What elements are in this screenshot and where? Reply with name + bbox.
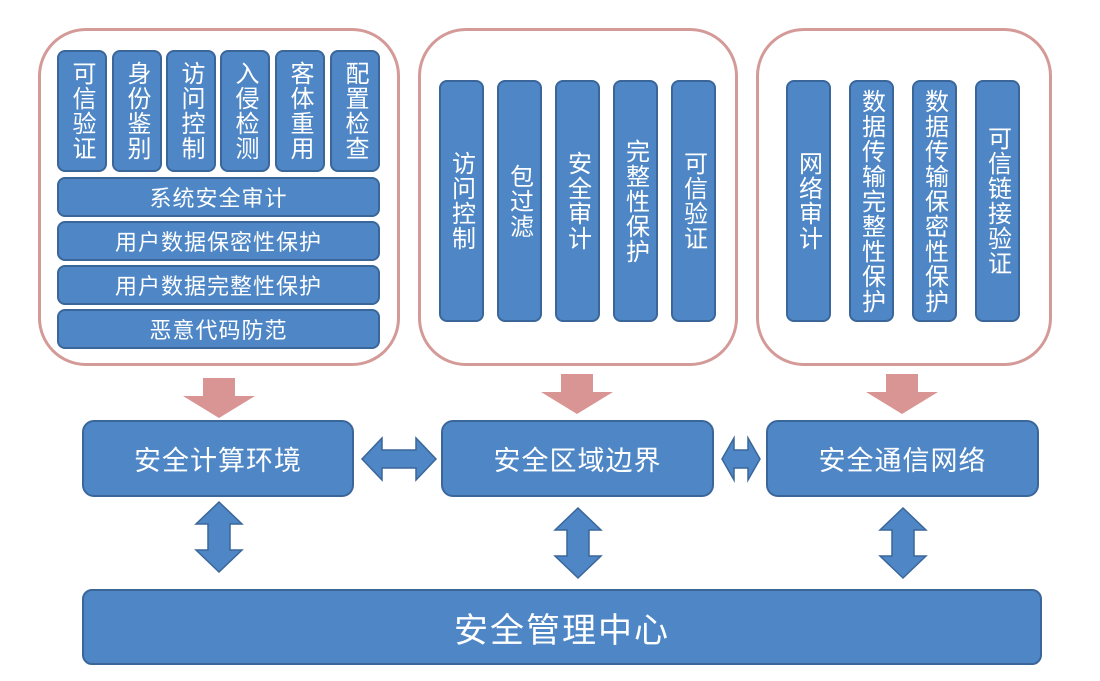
bidirectional-arrow-icon (721, 435, 761, 483)
area-boundary-item: 可信验证 (671, 80, 716, 322)
management-center-box: 安全管理中心 (82, 589, 1042, 665)
comm-network-box: 安全通信网络 (766, 420, 1039, 497)
bidirectional-arrow-icon (878, 506, 928, 580)
down-arrow-icon (183, 378, 255, 418)
bidirectional-arrow-icon (553, 506, 603, 580)
comm-network-item: 数据传输完整性保护 (849, 80, 894, 322)
computing-env-row: 系统安全审计 (57, 177, 380, 217)
computing-env-item: 客体重用 (275, 50, 325, 172)
computing-env-item: 可信验证 (57, 50, 107, 172)
comm-network-item: 数据传输保密性保护 (912, 80, 957, 322)
down-arrow-icon (541, 374, 613, 414)
area-boundary-item: 完整性保护 (613, 80, 658, 322)
computing-env-row: 用户数据完整性保护 (57, 265, 380, 305)
computing-env-box: 安全计算环境 (82, 420, 354, 497)
computing-env-item: 身份鉴别 (112, 50, 162, 172)
computing-env-row: 用户数据保密性保护 (57, 221, 380, 261)
computing-env-item: 入侵检测 (220, 50, 270, 172)
bidirectional-arrow-icon (194, 500, 244, 574)
area-boundary-item: 访问控制 (439, 80, 484, 322)
computing-env-row: 恶意代码防范 (57, 309, 380, 349)
comm-network-item: 可信链接验证 (975, 80, 1020, 322)
down-arrow-icon (866, 374, 938, 414)
bidirectional-arrow-icon (360, 436, 438, 482)
computing-env-item: 访问控制 (166, 50, 216, 172)
area-boundary-item: 安全审计 (555, 80, 600, 322)
area-boundary-item: 包过滤 (497, 80, 542, 322)
comm-network-item: 网络审计 (786, 80, 831, 322)
computing-env-item: 配置检查 (330, 50, 380, 172)
area-boundary-box: 安全区域边界 (441, 420, 714, 497)
